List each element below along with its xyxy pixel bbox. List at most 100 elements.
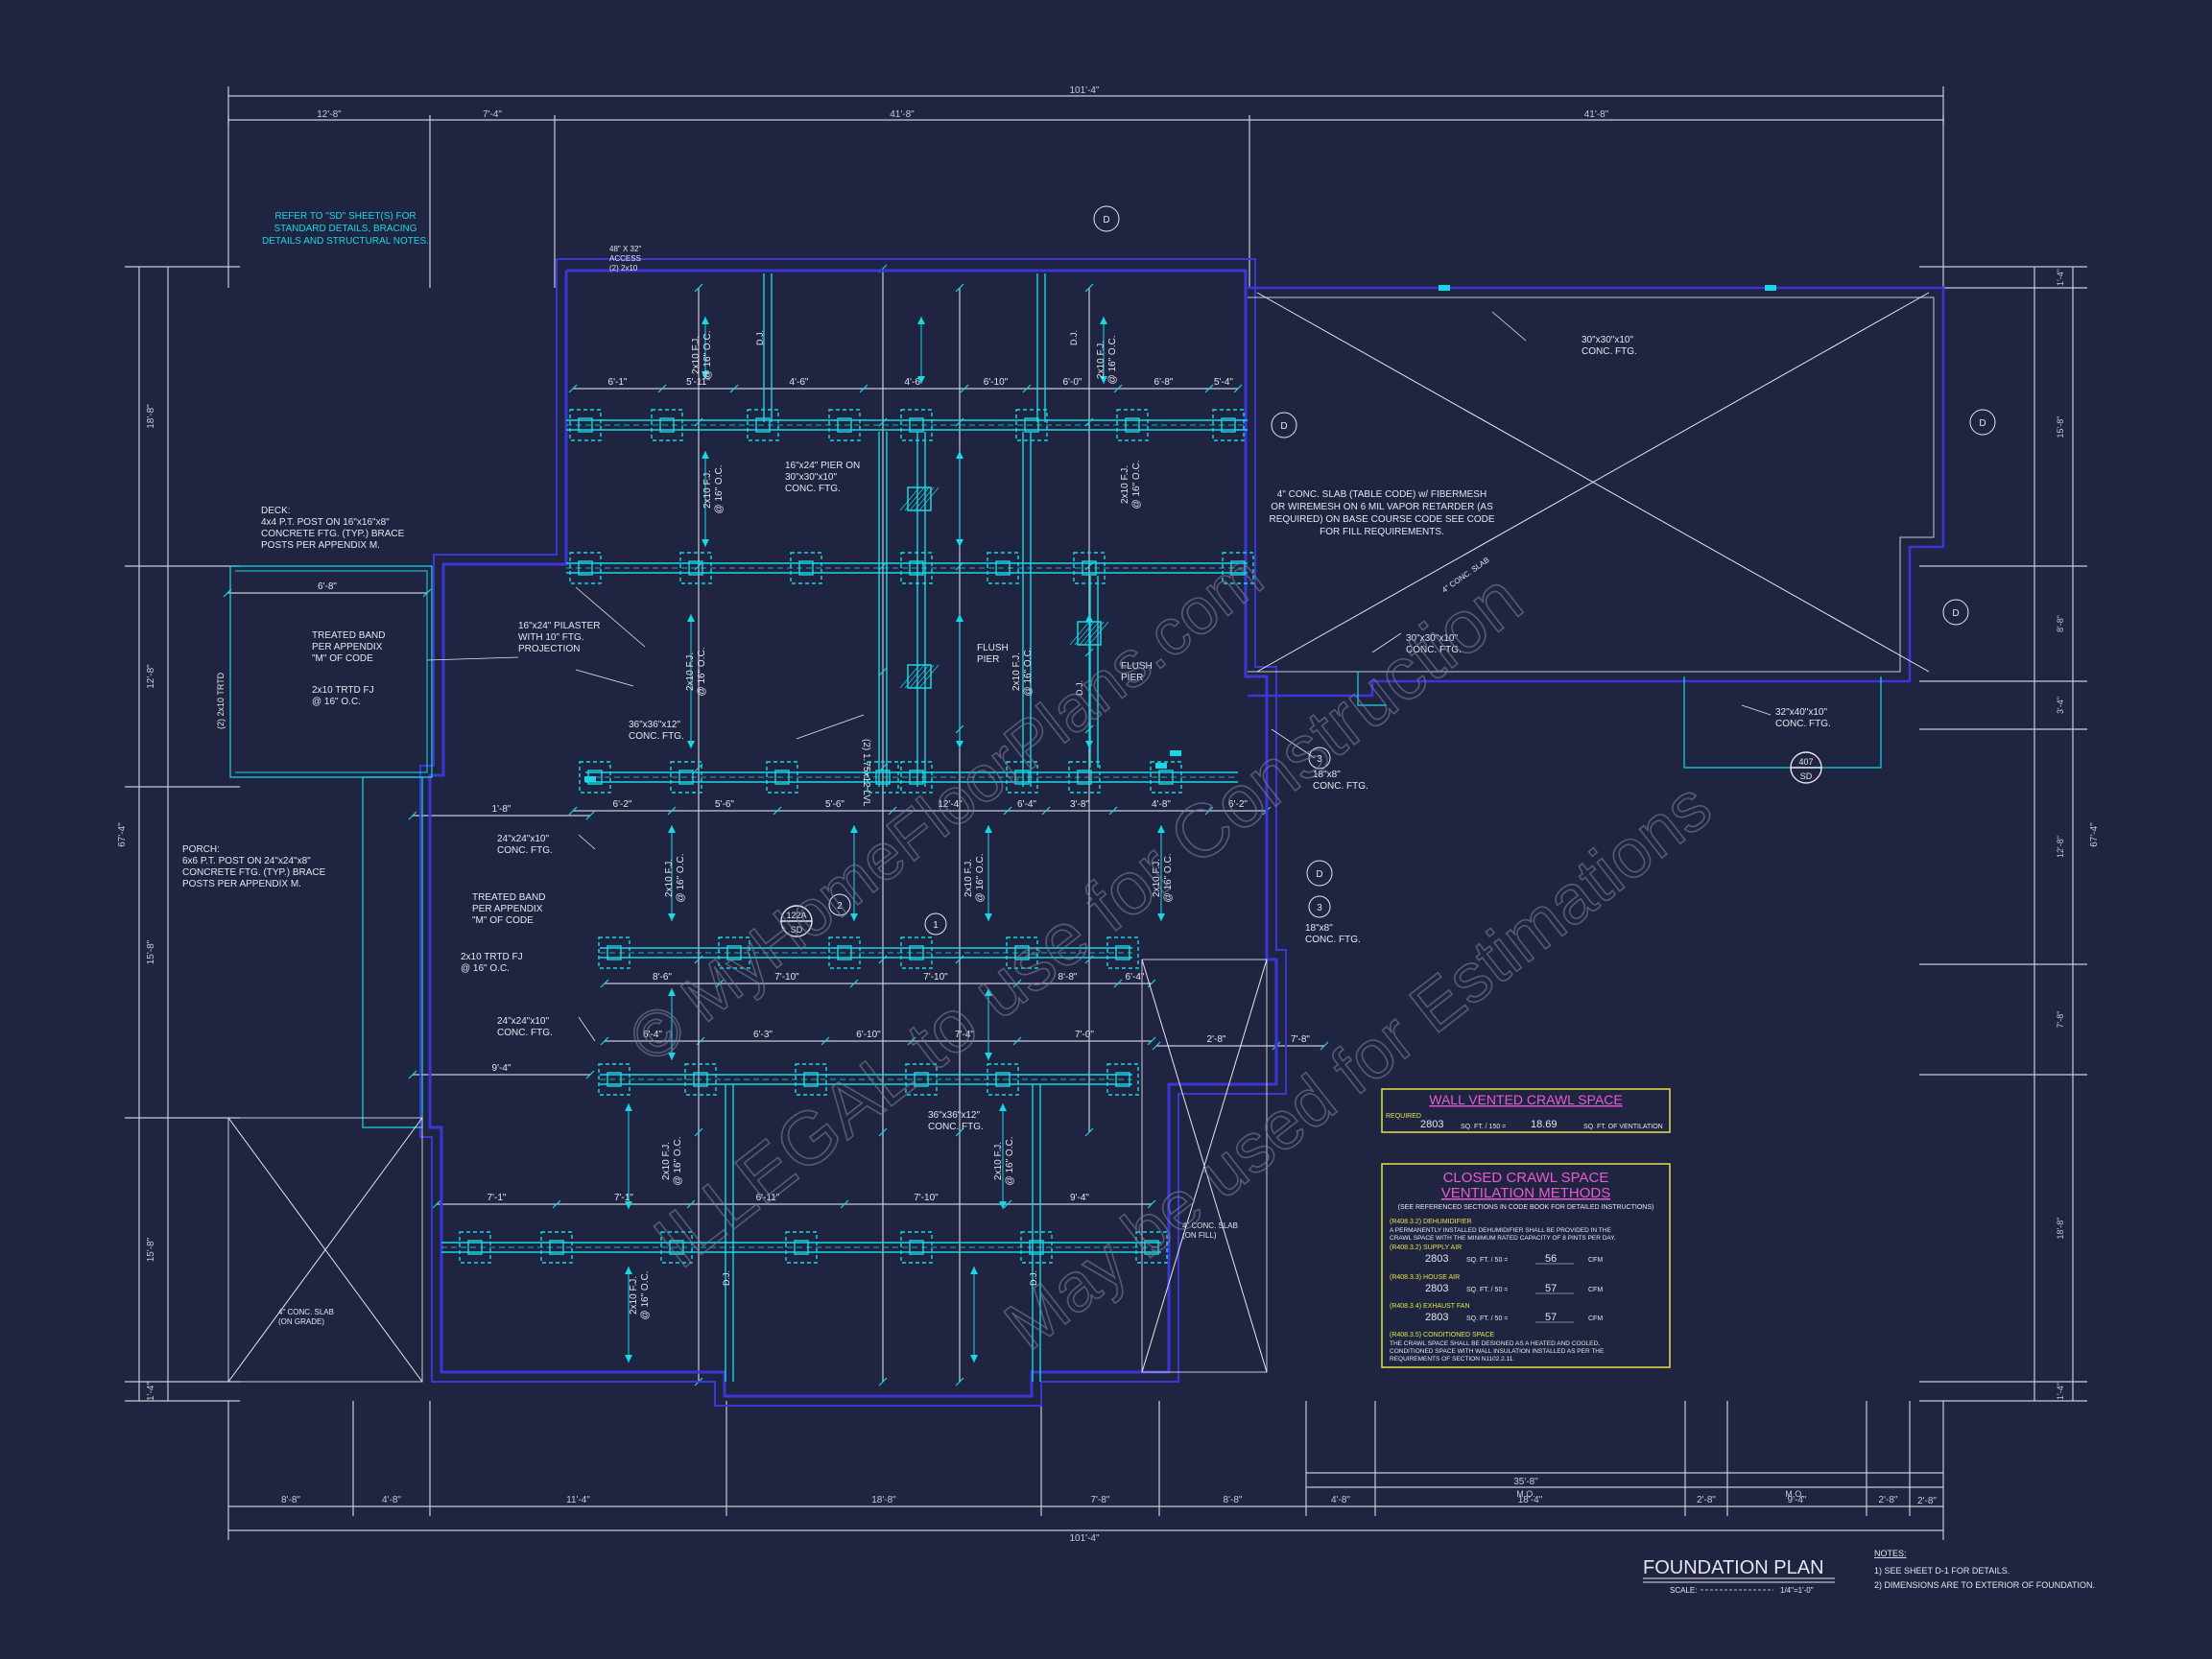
arrow-head bbox=[970, 1267, 978, 1274]
table-house-val: 57 bbox=[1545, 1283, 1557, 1294]
table-house-unit: CFM bbox=[1588, 1287, 1603, 1293]
pier-note-line: 30"x30"x10" bbox=[785, 472, 837, 483]
arrow-head bbox=[625, 1103, 632, 1111]
table-dehum-text: CRAWL SPACE WITH THE MINIMUM RATED CAPAC… bbox=[1390, 1235, 1616, 1242]
dim-text: 8'-8" bbox=[1224, 1495, 1243, 1505]
fj-label: 2x10 F.J.@ 16" O.C. bbox=[963, 854, 986, 903]
arrow-head bbox=[702, 451, 709, 459]
dim-text: M.O. bbox=[1785, 1489, 1804, 1499]
dim-tick bbox=[1012, 1036, 1022, 1046]
dim-text: 101'-4" bbox=[1069, 85, 1099, 96]
dim-tick bbox=[955, 1127, 964, 1137]
pier bbox=[794, 1240, 809, 1255]
arrow-head bbox=[625, 1267, 632, 1274]
table-cond-text: CONDITIONED SPACE WITH WALL INSULATION I… bbox=[1390, 1348, 1605, 1355]
wall-north-outer bbox=[557, 258, 1256, 461]
grid-bubble bbox=[828, 893, 851, 916]
dim-tick bbox=[955, 283, 964, 293]
pier bbox=[1014, 945, 1030, 960]
ftg-24-note-2-line: 24"x24"x10" bbox=[497, 1016, 549, 1027]
table-exhaust-head: (R408.3.4) EXHAUST FAN bbox=[1390, 1303, 1470, 1310]
footing-outline bbox=[540, 1231, 573, 1264]
arrow-head bbox=[999, 1201, 1007, 1209]
dim-text: 2'-8" bbox=[1697, 1495, 1716, 1505]
fj-label-line: @ 16" O.C. bbox=[697, 648, 707, 697]
vent-marker bbox=[584, 776, 596, 782]
dim-tick bbox=[568, 384, 578, 393]
dim-tick bbox=[686, 1199, 696, 1209]
pier bbox=[909, 417, 924, 433]
pier bbox=[995, 1072, 1011, 1087]
dim-text: 6'-11" bbox=[756, 1193, 780, 1203]
deck-note-line: CONCRETE FTG. (TYP.) BRACE bbox=[261, 529, 405, 539]
dim-text-vertical: 15'-8" bbox=[146, 939, 156, 964]
dim-tick bbox=[1147, 1036, 1156, 1046]
fj-label-line: 2x10 F.J. bbox=[685, 652, 696, 691]
grid-bubble-text: D bbox=[1316, 869, 1322, 880]
table-row1-mid: SQ. FT. / 150 = bbox=[1461, 1124, 1506, 1130]
dim-text: 11'-4" bbox=[566, 1495, 590, 1505]
hatch bbox=[1069, 621, 1090, 646]
arrow-head bbox=[687, 741, 695, 748]
dim-text-vertical: 12'-8" bbox=[2056, 836, 2065, 858]
footing-outline bbox=[900, 761, 933, 794]
dim-text: 5'-6" bbox=[715, 799, 734, 810]
footing-outline bbox=[987, 1063, 1019, 1096]
footing-outline bbox=[900, 1231, 933, 1264]
footing-outline bbox=[785, 1231, 818, 1264]
dim-text-vertical: 67'-4" bbox=[2089, 822, 2100, 847]
footing-outline bbox=[900, 552, 933, 584]
hatch bbox=[909, 486, 930, 511]
dim-text-vertical: 18'-8" bbox=[2056, 1218, 2065, 1240]
deck-note-line: DECK: bbox=[261, 506, 291, 516]
footing-outline bbox=[1068, 761, 1101, 794]
table-exhaust-val: 57 bbox=[1545, 1312, 1557, 1323]
dim-text: 6'-10" bbox=[984, 377, 1009, 388]
dim-tick bbox=[408, 811, 417, 820]
footing-outline bbox=[987, 552, 1019, 584]
footing-outline bbox=[670, 761, 702, 794]
pier bbox=[995, 560, 1011, 576]
arrow-head bbox=[956, 741, 963, 748]
fj-label: 2x10 F.J.@ 16" O.C. bbox=[993, 1137, 1015, 1186]
footing-outline bbox=[1116, 409, 1149, 441]
dim-tick bbox=[1084, 1127, 1094, 1137]
wall-deck bbox=[229, 565, 433, 778]
arrow-head bbox=[956, 614, 963, 622]
dim-text-vertical: 18'-8" bbox=[146, 404, 156, 429]
arrow-head bbox=[850, 913, 858, 921]
section-callout-bottom: SD bbox=[791, 925, 803, 935]
notes-heading: NOTES: bbox=[1874, 1549, 1907, 1558]
grid-bubble bbox=[1308, 895, 1331, 918]
table-row1-area: 2803 bbox=[1420, 1119, 1443, 1130]
dim-text: 7'-0" bbox=[1075, 1030, 1094, 1040]
dim-tick bbox=[694, 1127, 703, 1137]
arrow-head bbox=[956, 451, 963, 459]
footing-outline bbox=[1212, 409, 1245, 441]
pier bbox=[1125, 417, 1140, 433]
porch-note-line: POSTS PER APPENDIX M. bbox=[182, 879, 301, 889]
dim-tick bbox=[859, 384, 868, 393]
dim-text: 6'-4" bbox=[1017, 799, 1036, 810]
dim-text-vertical: 8'-8" bbox=[2056, 615, 2065, 632]
slab-note-line: OR WIREMESH ON 6 MIL VAPOR RETARDER (AS bbox=[1271, 502, 1493, 512]
scale-label: SCALE: bbox=[1670, 1586, 1697, 1595]
vent-marker bbox=[1155, 763, 1167, 769]
dim-tick bbox=[773, 806, 782, 816]
ftg-18x8-note-line: 18"x8" bbox=[1313, 770, 1341, 780]
leader-line bbox=[426, 656, 519, 661]
scale-value: 1/4"=1'-0" bbox=[1780, 1586, 1814, 1595]
footing-outline bbox=[459, 1231, 491, 1264]
grid-bubble bbox=[1308, 747, 1331, 770]
ftg-32x40-note-line: 32"x40"x10" bbox=[1775, 707, 1827, 718]
dim-tick bbox=[1012, 979, 1022, 988]
arrow-head bbox=[668, 913, 676, 921]
fj-label-line: @ 16" O.C. bbox=[1107, 336, 1118, 385]
dj-label: D.J. bbox=[1029, 1270, 1038, 1286]
footing-outline bbox=[828, 936, 861, 969]
arrow-head bbox=[668, 825, 676, 833]
dim-text: 7'-10" bbox=[914, 1193, 939, 1203]
dim-text: 4'-8" bbox=[1331, 1495, 1350, 1505]
